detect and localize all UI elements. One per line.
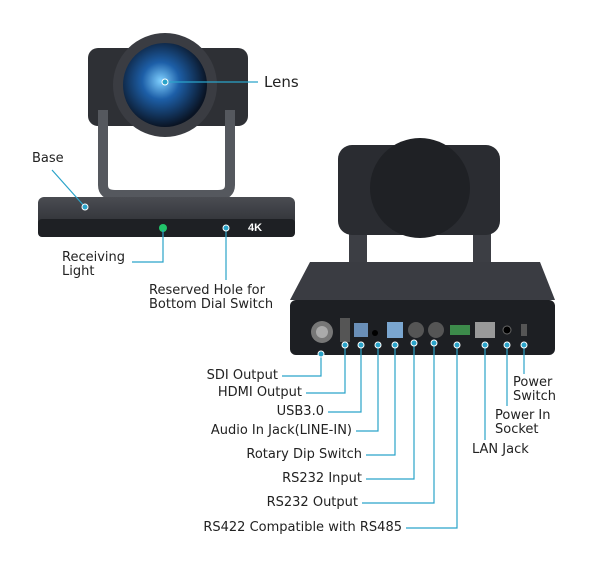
callout-lines <box>51 81 525 529</box>
label-rs422: RS422 Compatible with RS485 <box>203 520 402 535</box>
label-lens: Lens <box>264 73 299 91</box>
label-line: Light <box>62 264 95 279</box>
label-rs232-output: RS232 Output <box>266 495 358 510</box>
callout-dots <box>81 78 528 358</box>
label-line: Receiving <box>62 250 126 265</box>
label-line: Socket <box>495 422 539 437</box>
label-power-switch: Power Switch <box>513 376 556 404</box>
label-audio-in: Audio In Jack(LINE-IN) <box>210 423 352 438</box>
label-rs232-input: RS232 Input <box>282 471 362 486</box>
label-line: Switch <box>513 389 556 404</box>
label-line: Bottom Dial Switch <box>149 297 274 312</box>
front-camera: 4K <box>38 33 295 237</box>
receiving-light-icon <box>159 224 167 232</box>
label-sdi-output: SDI Output <box>206 368 278 383</box>
label-line: Reserved Hole for <box>149 283 265 298</box>
label-receiving-light: Receiving Light <box>62 251 125 279</box>
4k-badge: 4K <box>248 222 262 234</box>
label-power-in: Power In Socket <box>495 409 551 437</box>
label-lan-jack: LAN Jack <box>472 442 529 457</box>
label-line: Power <box>513 375 553 390</box>
label-line: Power In <box>495 408 551 423</box>
label-rotary-dip: Rotary Dip Switch <box>246 447 362 462</box>
rear-camera <box>290 138 555 355</box>
label-hdmi-output: HDMI Output <box>217 385 302 400</box>
label-base: Base <box>32 151 64 166</box>
label-reserved-hole: Reserved Hole for Bottom Dial Switch <box>149 284 273 312</box>
label-usb: USB3.0 <box>276 404 324 419</box>
